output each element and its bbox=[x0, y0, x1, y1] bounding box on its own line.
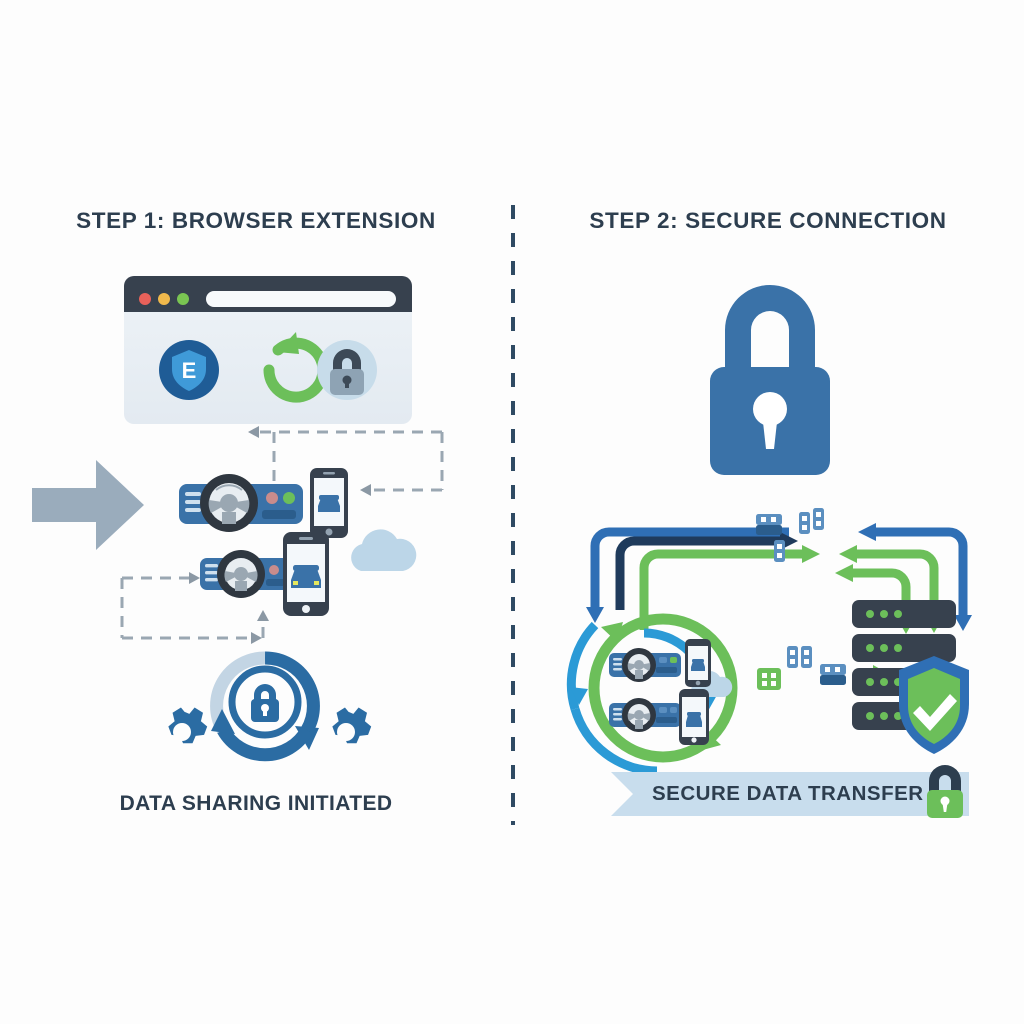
panel-divider bbox=[511, 205, 515, 825]
shield-extension-icon[interactable]: E bbox=[159, 340, 219, 400]
panel-step-2: STEP 2: SECURE CONNECTION bbox=[512, 0, 1024, 1024]
cloud-icon bbox=[351, 529, 417, 571]
dash-arrowhead-up-1 bbox=[257, 610, 269, 621]
car-dashboard-icon-4 bbox=[609, 698, 681, 732]
device-cluster-ring bbox=[566, 613, 738, 776]
svg-text:E: E bbox=[182, 358, 197, 383]
checkmark-icon bbox=[913, 694, 957, 731]
data-packet-green-1 bbox=[757, 668, 781, 690]
data-packet-blue-2 bbox=[799, 508, 824, 534]
dash-arrowhead-right-1 bbox=[189, 572, 200, 584]
smartphone-car-icon-2 bbox=[283, 532, 329, 616]
panel-title-step-2: STEP 2: SECURE CONNECTION bbox=[589, 208, 947, 233]
incoming-flow-arrow bbox=[32, 460, 144, 550]
data-packet-blue-4 bbox=[774, 540, 785, 562]
dashed-routing-arrows bbox=[120, 426, 444, 644]
browser-window: E bbox=[124, 276, 412, 424]
flow-arrowhead-right-green bbox=[802, 545, 820, 563]
data-packet-cluster-top bbox=[756, 508, 824, 562]
ribbon-label: SECURE DATA TRANSFER bbox=[652, 782, 924, 805]
lock-permission-icon[interactable] bbox=[317, 340, 377, 400]
gear-icon-left bbox=[168, 707, 208, 744]
caption-step-1: DATA SHARING INITIATED bbox=[119, 792, 393, 815]
server-rack bbox=[852, 600, 956, 628]
flow-arrowhead-left-green-1 bbox=[839, 545, 857, 563]
secure-flow-arrows bbox=[586, 523, 972, 711]
dash-arrowhead-right-2 bbox=[251, 632, 262, 644]
flow-arrowhead-left-blue bbox=[858, 523, 876, 541]
dash-arrowhead-left-1 bbox=[248, 426, 259, 438]
panel-step-1: STEP 1: BROWSER EXTENSION E bbox=[32, 208, 444, 815]
smartphone-car-icon-1 bbox=[310, 468, 348, 538]
secure-transfer-ribbon bbox=[611, 772, 969, 816]
server-rack bbox=[852, 634, 956, 662]
data-packet-blue-3 bbox=[787, 646, 812, 668]
smartphone-car-icon-3 bbox=[685, 639, 711, 687]
flow-arrowhead-down-blue bbox=[586, 607, 604, 623]
traffic-light-minimize[interactable] bbox=[158, 293, 170, 305]
gear-icon-right bbox=[332, 707, 372, 744]
data-packet-blue-5 bbox=[820, 664, 846, 685]
traffic-light-maximize[interactable] bbox=[177, 293, 189, 305]
browser-url-bar[interactable] bbox=[206, 291, 396, 307]
large-padlock-icon bbox=[710, 285, 830, 475]
data-packet-row bbox=[757, 646, 889, 690]
server-stack bbox=[852, 600, 969, 754]
dash-arrowhead-left-2 bbox=[360, 484, 371, 496]
car-dashboard-icon-1 bbox=[179, 474, 303, 532]
panel-title-step-1: STEP 1: BROWSER EXTENSION bbox=[76, 208, 436, 233]
sync-lock-gears bbox=[168, 651, 372, 762]
data-packet-blue-1 bbox=[756, 514, 782, 535]
ring-arrowhead-up-green bbox=[601, 622, 623, 642]
traffic-light-close[interactable] bbox=[139, 293, 151, 305]
verified-shield-icon bbox=[899, 656, 969, 754]
flow-arrowhead-left-green-2 bbox=[835, 564, 853, 582]
car-dashboard-icon-3 bbox=[609, 648, 681, 682]
smartphone-car-icon-4 bbox=[679, 689, 709, 745]
ribbon-lock-icon bbox=[927, 765, 963, 818]
flow-arrowhead-down-blue-2 bbox=[954, 615, 972, 631]
